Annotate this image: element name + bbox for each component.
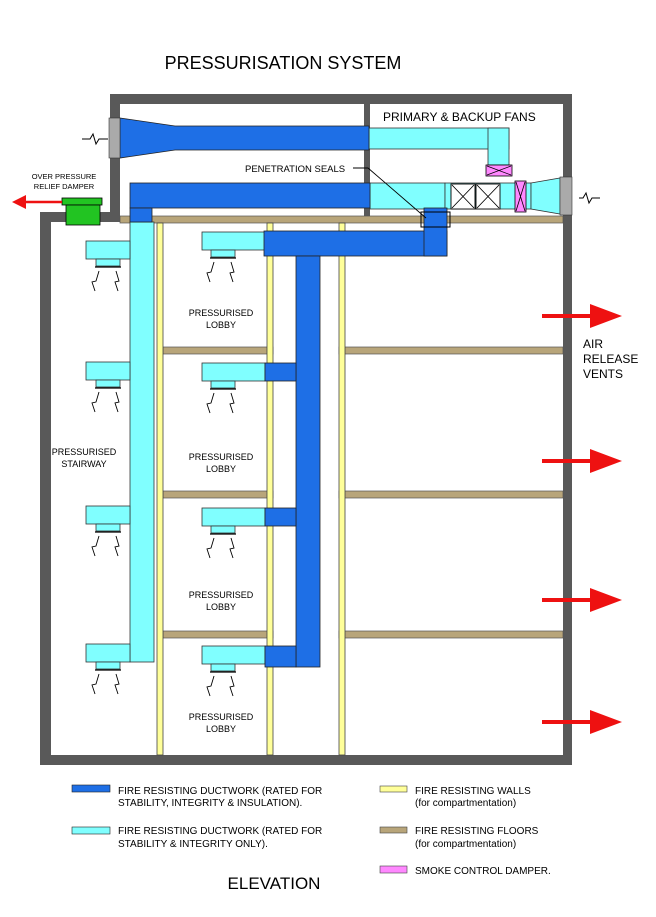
legend-duct-dark-line1: FIRE RESISTING DUCTWORK (RATED FOR <box>118 786 322 797</box>
legend-damper-line1: SMOKE CONTROL DAMPER. <box>415 866 551 877</box>
dark-ductwork <box>119 117 448 668</box>
legend-swatch-duct-dark <box>71 784 111 793</box>
lobby-label-4b: LOBBY <box>206 724 236 734</box>
diagram-subtitle: ELEVATION <box>228 874 321 893</box>
stairway-label-2: STAIRWAY <box>61 459 106 469</box>
legend-swatch-walls <box>379 785 408 793</box>
intake-air-left <box>82 132 108 146</box>
intake-louvre-left <box>108 117 121 159</box>
legend-walls-line2: (for compartmentation) <box>415 798 516 809</box>
lobby-label-4a: PRESSURISED <box>189 712 254 722</box>
legend-swatch-floors <box>379 826 408 834</box>
penetration-seals-leader <box>353 167 427 219</box>
lobby-label-1a: PRESSURISED <box>189 308 254 318</box>
lobby-label-1b: LOBBY <box>206 320 236 330</box>
air-release-label-2: RELEASE <box>583 352 638 366</box>
legend: FIRE RESISTING DUCTWORK (RATED FOR STABI… <box>71 784 551 877</box>
lobby-label-3b: LOBBY <box>206 602 236 612</box>
legend-walls-line1: FIRE RESISTING WALLS <box>415 786 531 797</box>
smoke-control-dampers <box>485 164 527 213</box>
penetration-seal <box>420 211 451 228</box>
legend-swatch-damper <box>379 865 408 874</box>
penetration-seals-label: PENETRATION SEALS <box>245 164 345 175</box>
relief-damper <box>61 197 103 226</box>
relief-damper-label-1: OVER PRESSURE <box>32 172 97 181</box>
lobby-label-3a: PRESSURISED <box>189 590 254 600</box>
legend-floors-line1: FIRE RESISTING FLOORS <box>415 826 539 837</box>
fans-label: PRIMARY & BACKUP FANS <box>383 110 536 124</box>
stairway-label-1: PRESSURISED <box>52 447 117 457</box>
intake-air-right <box>579 191 600 205</box>
roof-floor-slab <box>119 215 564 224</box>
air-release-label-3: VENTS <box>583 367 623 381</box>
diagram-title: PRESSURISATION SYSTEM <box>165 53 402 73</box>
legend-duct-light-line2: STABILITY & INTEGRITY ONLY). <box>118 839 268 850</box>
air-release-arrows <box>542 304 622 734</box>
lobby-label-2a: PRESSURISED <box>189 452 254 462</box>
lobby-label-2b: LOBBY <box>206 464 236 474</box>
fire-walls <box>156 222 346 756</box>
legend-floors-line2: (for compartmentation) <box>415 839 516 850</box>
diffuser-grilles <box>95 257 236 673</box>
relief-arrow <box>12 195 62 209</box>
fans <box>450 183 501 210</box>
intake-louvre-right <box>559 176 573 216</box>
legend-duct-dark-line2: STABILITY, INTEGRITY & INSULATION). <box>118 798 302 809</box>
legend-duct-light-line1: FIRE RESISTING DUCTWORK (RATED FOR <box>118 826 322 837</box>
air-release-label-1: AIR <box>583 337 603 351</box>
relief-damper-label-2: RELIEF DAMPER <box>34 182 95 191</box>
supply-airflow <box>91 261 235 697</box>
legend-swatch-duct-light <box>71 826 111 835</box>
